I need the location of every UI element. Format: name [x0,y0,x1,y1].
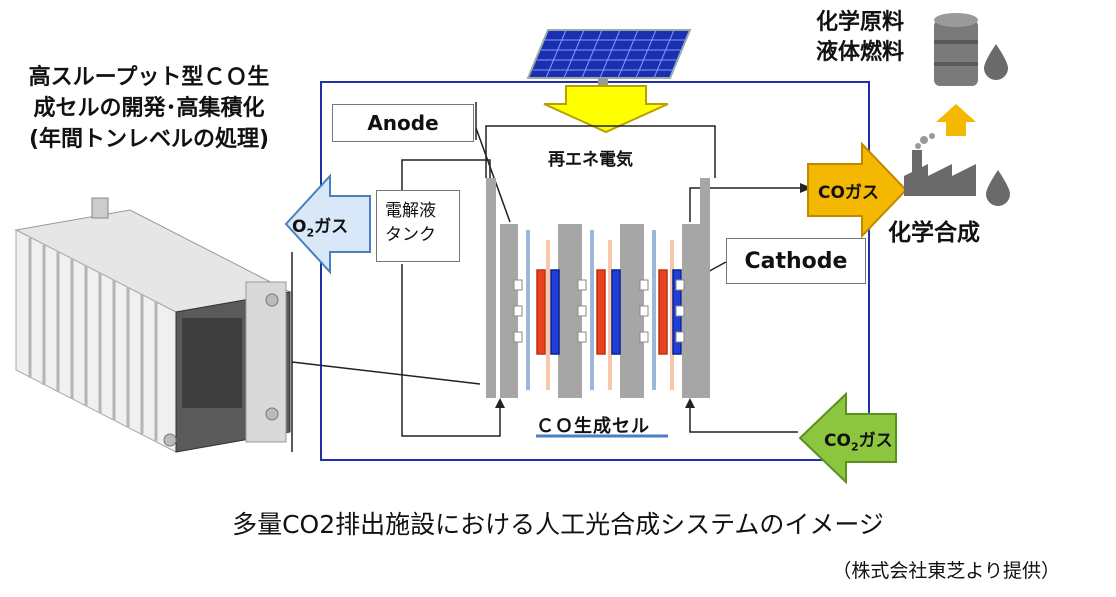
o2-arrow [284,173,371,275]
system-frame [320,81,870,461]
left-title: 高スループット型ＣＯ生 成セルの開発･高集積化 (年間トンレベルの処理) [28,65,270,152]
droplet-icon [986,170,1010,206]
renewable-electricity-label: 再エネ電気 [548,150,633,170]
chemical-products-label: 化学原料 液体燃料 [815,10,904,65]
energy-arrow [543,85,669,134]
credit: （株式会社東芝より提供） [832,560,1060,582]
o2-gas-label: O2ガス [292,217,349,240]
co-cell-label: ＣＯ生成セル [536,416,650,437]
factory-icon [904,133,976,196]
co-arrow [807,141,908,239]
electrolyte-tank-label: 電解液 タンク [376,190,460,262]
co2-arrow [798,391,897,485]
barrel-icon [934,13,978,86]
co2-gas-label: CO2ガス [824,431,893,454]
anode-label: Anode [332,104,474,142]
co-cell-diagram [486,178,710,398]
solar-panel-icon [526,29,692,86]
up-arrow [936,104,976,136]
cell-stack-icon [14,197,292,453]
cathode-label: Cathode [726,238,866,284]
chemical-synthesis-label: 化学合成 [888,220,980,246]
co-gas-label: COガス [818,183,879,203]
caption: 多量CO2排出施設における人工光合成システムのイメージ [232,510,884,539]
droplet-icon [984,44,1008,80]
